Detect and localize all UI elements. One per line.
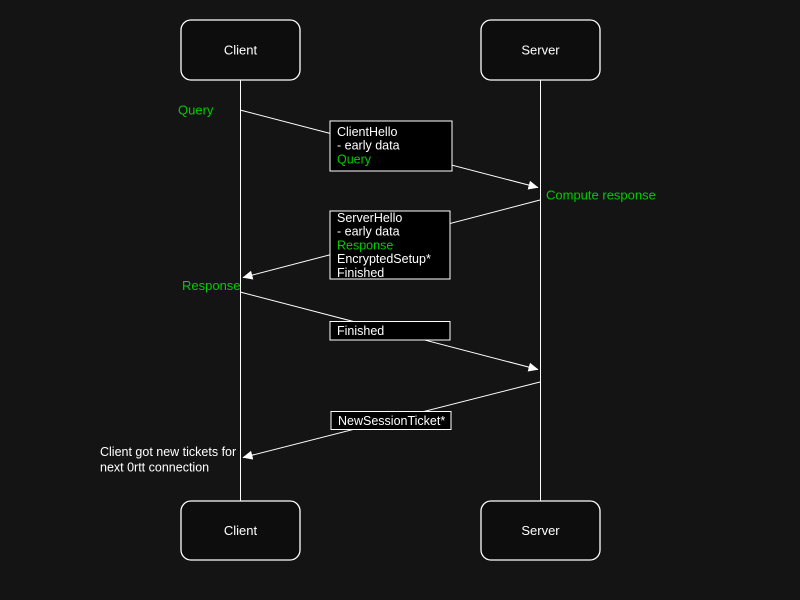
actor-server-bottom: Server <box>480 500 601 561</box>
actor-client-bottom-label: Client <box>224 523 258 538</box>
message-box-newsessionticket: NewSessionTicket* <box>330 411 452 430</box>
actor-client-top-label: Client <box>224 43 258 58</box>
note-new-tickets: Client got new tickets for next 0rtt con… <box>100 445 240 475</box>
message-box-clienthello: ClientHello - early data Query <box>329 120 453 172</box>
message-box-clienthello-text: ClientHello - early data Query <box>337 125 403 166</box>
actor-server-bottom-label: Server <box>521 523 560 538</box>
message-box-serverhello-rect <box>329 210 451 280</box>
message-box-finished-text: Finished <box>337 324 384 338</box>
message-box-serverhello: ServerHello - early data Response Encryp… <box>329 210 451 280</box>
actor-client-bottom-box <box>180 500 301 561</box>
actor-client-top: Client <box>180 19 301 81</box>
actor-server-bottom-box <box>480 500 601 561</box>
message-box-finished-rect <box>329 321 451 341</box>
actor-client-top-box <box>180 19 301 81</box>
message-box-finished: Finished <box>329 321 451 341</box>
label-query: Query <box>178 103 214 118</box>
actor-server-top-box <box>480 19 601 81</box>
message-box-newsessionticket-rect <box>330 411 452 430</box>
label-compute-response: Compute response <box>546 188 656 203</box>
message-box-clienthello-rect <box>329 120 453 172</box>
label-response: Response <box>182 278 241 293</box>
actor-client-bottom: Client <box>180 500 301 561</box>
message-box-serverhello-text: ServerHello - early data Response Encryp… <box>337 211 434 280</box>
actor-server-top: Server <box>480 19 601 81</box>
message-box-newsessionticket-text: NewSessionTicket* <box>338 414 445 428</box>
actor-server-top-label: Server <box>521 43 560 58</box>
